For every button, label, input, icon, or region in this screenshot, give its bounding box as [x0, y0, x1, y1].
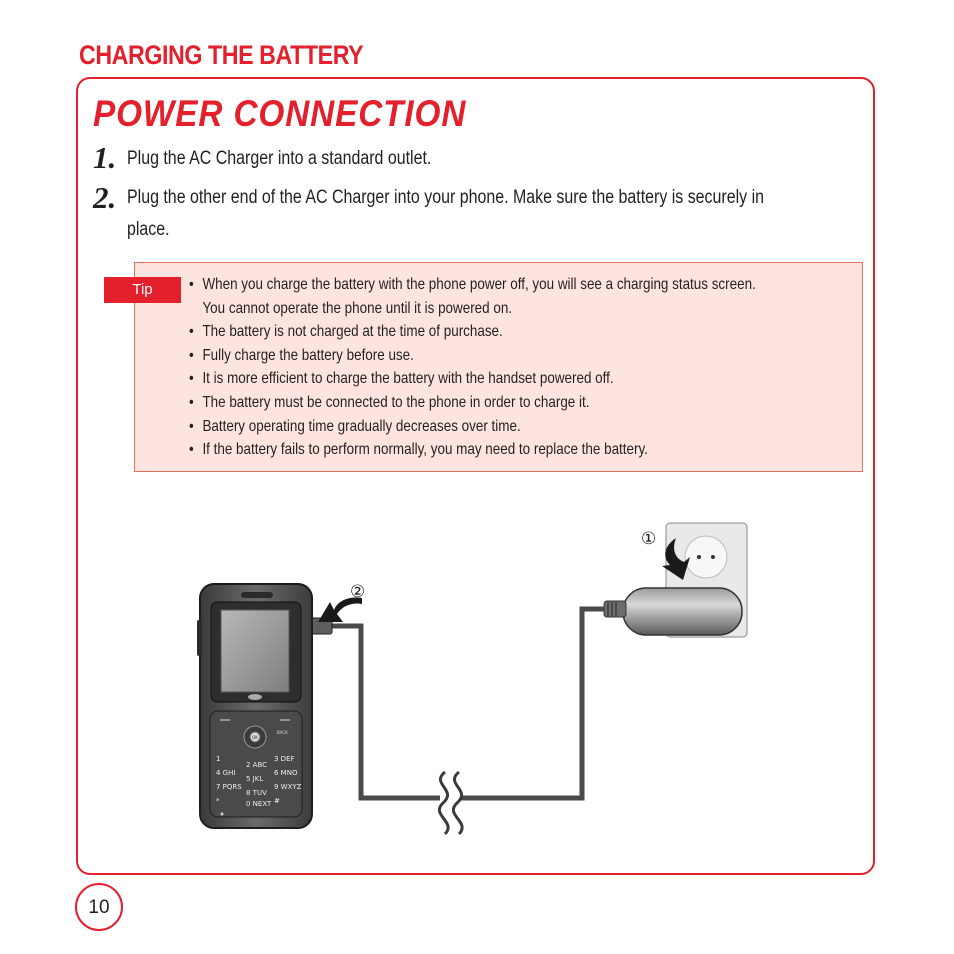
step-2-number: 2.	[93, 180, 117, 215]
marker-1: ①	[641, 529, 656, 549]
key-star: *	[216, 797, 220, 805]
key-hash: #	[274, 797, 280, 805]
page-heading: POWER CONNECTION	[93, 93, 467, 134]
tip-item-text: When you charge the battery with the pho…	[202, 276, 756, 293]
content-frame	[76, 77, 875, 875]
key-9: 9 WXYZ	[274, 783, 302, 791]
key-6: 6 MNO	[274, 769, 298, 777]
key-5: 5 JKL	[246, 775, 263, 783]
step-2-text-line1: Plug the other end of the AC Charger int…	[127, 187, 764, 208]
cable-break-mark	[452, 770, 464, 836]
ok-key-label: OK	[252, 735, 258, 740]
step-2-text-line2: place.	[127, 219, 170, 240]
step-1-number: 1.	[93, 140, 117, 175]
tip-item: The battery is not charged at the time o…	[189, 320, 853, 344]
mobile-phone: OK BACK 1 2 ABC 3 DEF 4 GHI 5 JKL 6 MNO …	[197, 583, 313, 829]
tip-item: When you charge the battery with the pho…	[189, 273, 853, 320]
key-7: 7 PQRS	[216, 783, 242, 791]
step-1-text: Plug the AC Charger into a standard outl…	[127, 148, 432, 169]
page-number: 10	[75, 883, 123, 931]
charger-cable	[460, 606, 604, 801]
tip-item-continuation: You cannot operate the phone until it is…	[202, 299, 513, 317]
arrow-icon	[662, 538, 690, 580]
key-1: 1	[216, 755, 220, 763]
tip-item: Fully charge the battery before use.	[189, 344, 853, 368]
back-key-label: BACK	[277, 730, 288, 735]
tip-item: It is more efficient to charge the batte…	[189, 367, 853, 391]
tip-item: The battery must be connected to the pho…	[189, 391, 853, 415]
key-4: 4 GHI	[216, 769, 235, 777]
charging-illustration: ① ② OK BACK 1 2 ABC 3 DEF 4 GHI 5 JKL 6 …	[197, 522, 748, 836]
tip-item: Battery operating time gradually decreas…	[189, 415, 853, 439]
tip-item: If the battery fails to perform normally…	[189, 438, 853, 462]
section-title: CHARGING THE BATTERY	[79, 40, 364, 70]
charger-cable	[329, 623, 440, 801]
key-0: 0 NEXT	[246, 800, 272, 808]
tip-badge: Tip	[104, 277, 181, 303]
arrow-icon	[318, 597, 362, 622]
tip-list: When you charge the battery with the pho…	[189, 273, 853, 462]
charger-plug	[603, 587, 743, 636]
key-8: 8 TUV	[246, 789, 267, 797]
key-2: 2 ABC	[246, 761, 267, 769]
marker-2: ②	[350, 582, 365, 602]
key-3: 3 DEF	[274, 755, 295, 763]
cable-break-mark	[438, 770, 450, 836]
